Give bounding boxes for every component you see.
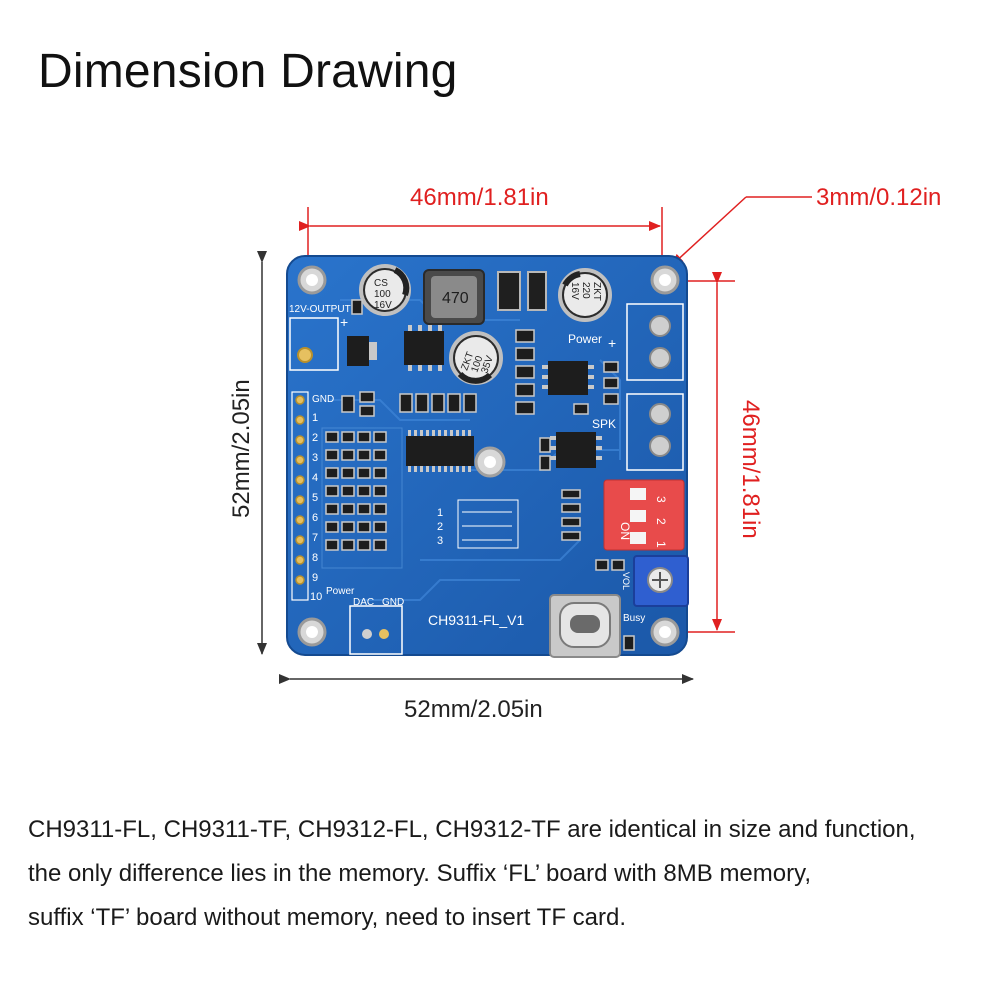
pin-label-1: 1: [312, 412, 318, 424]
hole-diameter-label: 3mm/0.12in: [816, 184, 942, 211]
pin-label-7: 7: [312, 532, 318, 544]
ic-chip: [404, 325, 444, 371]
cap2-line2: 220: [580, 282, 591, 299]
label-vol: VOL: [621, 572, 631, 590]
top-width-label: 46mm/1.81in: [410, 184, 549, 211]
description-line-2: the only difference lies in the memory. …: [28, 860, 811, 887]
page-title: Dimension Drawing: [38, 45, 458, 98]
inductor: [423, 269, 485, 325]
cap2-line1: ZKT: [591, 282, 602, 301]
usb-c-port: [549, 594, 621, 658]
diode: [527, 271, 547, 311]
table-header-3: 3: [437, 535, 443, 547]
label-busy: Busy: [623, 613, 645, 624]
capacitor-zkt100: [449, 331, 503, 385]
label-spk: SPK: [592, 417, 616, 431]
pin-label-2: 2: [312, 432, 318, 444]
diode: [497, 271, 521, 311]
capacitor-zkt220: [558, 268, 612, 322]
hole-leader-line: [671, 196, 812, 266]
pin-label-3: 3: [312, 452, 318, 464]
pin-label-4: 4: [312, 472, 318, 484]
mounting-hole: [650, 265, 680, 295]
cap1-line2: 100: [374, 289, 391, 300]
cap2-line3: 16V: [569, 282, 580, 300]
dip-on-label: ON: [618, 522, 632, 540]
dac-connector: [349, 605, 403, 655]
top-dimension-line: [299, 207, 663, 262]
ic-chip: [550, 432, 602, 468]
ic-chip: [542, 361, 594, 395]
main-controller-chip: [406, 430, 474, 472]
bottom-width-label: 52mm/2.05in: [404, 696, 543, 723]
label-power-bottom: Power: [326, 586, 355, 597]
pin-label-8: 8: [312, 552, 318, 564]
pcb-board: CS 100 16V 470 ZKT 220 16V ZKT 100 35V: [286, 255, 689, 658]
table-header-1: 1: [437, 507, 443, 519]
description: CH9311-FL, CH9311-TF, CH9312-FL, CH9312-…: [28, 808, 988, 940]
mounting-hole: [297, 617, 327, 647]
speaker-terminal: [626, 393, 684, 471]
pin-label-5: 5: [312, 492, 318, 504]
label-gnd: GND: [312, 394, 334, 405]
cap1-line3: 16V: [374, 300, 392, 311]
inductor-label: 470: [442, 290, 469, 307]
smd-components: [341, 299, 635, 651]
label-power: Power: [568, 332, 602, 346]
right-height-label: 46mm/1.81in: [737, 400, 764, 539]
label-power-plus: +: [608, 335, 616, 351]
left-height-label: 52mm/2.05in: [228, 379, 255, 518]
dip-switch: [603, 479, 685, 551]
ic-chip: [347, 336, 377, 366]
pin-label-9: 9: [312, 572, 318, 584]
volume-potentiometer: [633, 555, 689, 607]
power-terminal: [626, 303, 684, 381]
pin-label-6: 6: [312, 512, 318, 524]
capacitor-cs100: [359, 264, 411, 316]
dip-number-2: 2: [654, 518, 668, 525]
right-dimension-line: [688, 272, 735, 633]
label-gnd-bottom: GND: [382, 597, 404, 608]
label-plus: +: [340, 314, 348, 330]
dip-number-1: 1: [654, 541, 668, 548]
description-line-3: suffix ‘TF’ board without memory, need t…: [28, 904, 627, 931]
config-table: 1 2 3: [437, 499, 519, 549]
pin-header: [291, 391, 309, 601]
label-dac: DAC: [353, 597, 374, 608]
dip-number-3: 3: [654, 496, 668, 503]
description-line-1: CH9311-FL, CH9311-TF, CH9312-FL, CH9312-…: [28, 816, 916, 843]
12v-output-connector: [289, 317, 339, 371]
label-12v-output: 12V-OUTPUT: [289, 304, 351, 315]
resistor-array: [321, 427, 403, 569]
pin-label-10: 10: [310, 591, 322, 603]
table-header-2: 2: [437, 521, 443, 533]
cap1-line1: CS: [374, 278, 388, 289]
board-model: CH9311-FL_V1: [428, 612, 524, 628]
mounting-hole: [297, 265, 327, 295]
mounting-hole: [650, 617, 680, 647]
